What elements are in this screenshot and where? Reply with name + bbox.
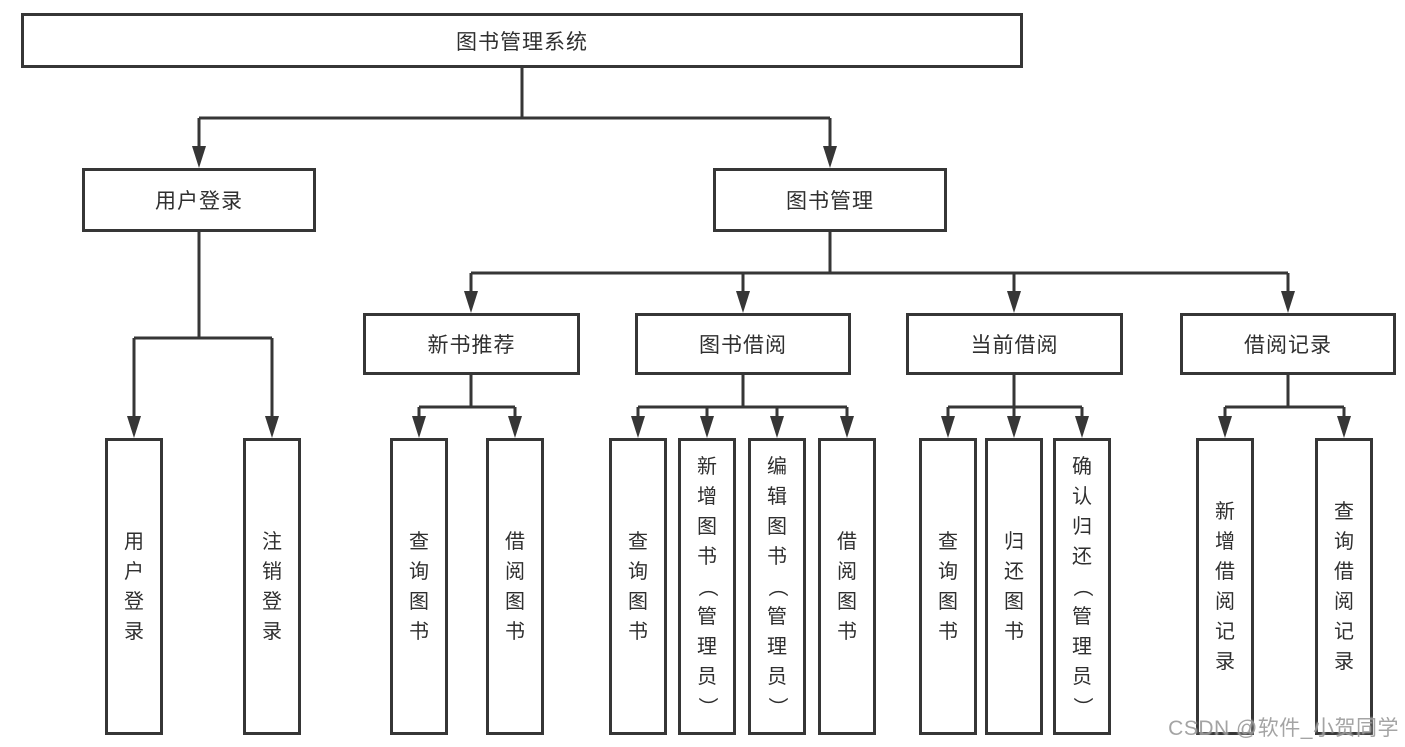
leaf-label: 查询图书 <box>628 530 648 643</box>
leaf-label: 确认归还（管理员） <box>1071 455 1093 717</box>
leaf-confirm-return-admin: 确认归还（管理员） <box>1053 438 1111 735</box>
node-book-management: 图书管理 <box>713 168 947 232</box>
leaf-query-books-2: 查询图书 <box>609 438 667 735</box>
leaf-label: 查询借阅记录 <box>1334 500 1354 673</box>
node-label: 图书管理 <box>786 190 874 213</box>
leaf-label: 用户登录 <box>124 530 144 643</box>
leaf-label: 新增借阅记录 <box>1215 500 1235 673</box>
leaf-label: 新增图书（管理员） <box>696 455 718 717</box>
node-label: 新书推荐 <box>427 334 516 357</box>
node-borrow-records: 借阅记录 <box>1180 313 1396 375</box>
leaf-add-book-admin: 新增图书（管理员） <box>678 438 736 735</box>
node-book-borrowing: 图书借阅 <box>635 313 851 375</box>
node-label: 图书管理系统 <box>456 30 588 54</box>
leaf-add-borrow-record: 新增借阅记录 <box>1196 438 1254 735</box>
node-label: 当前借阅 <box>970 334 1059 357</box>
node-label: 借阅记录 <box>1244 334 1332 357</box>
leaf-label: 借阅图书 <box>505 530 525 643</box>
node-library-management-system: 图书管理系统 <box>21 13 1023 68</box>
node-new-book-recommend: 新书推荐 <box>363 313 580 375</box>
leaf-user-login: 用户登录 <box>105 438 163 735</box>
leaf-label: 编辑图书（管理员） <box>766 455 788 717</box>
watermark-csdn: CSDN @软件_小贺同学 <box>1168 717 1399 740</box>
node-label: 用户登录 <box>155 190 243 213</box>
node-user-login: 用户登录 <box>82 168 316 232</box>
leaf-borrow-books-2: 借阅图书 <box>818 438 876 735</box>
leaf-logout: 注销登录 <box>243 438 301 735</box>
leaf-label: 注销登录 <box>262 530 282 643</box>
arrowheads <box>127 146 1351 438</box>
leaf-borrow-books-1: 借阅图书 <box>486 438 544 735</box>
leaf-label: 查询图书 <box>938 530 958 643</box>
leaf-query-borrow-record: 查询借阅记录 <box>1315 438 1373 735</box>
leaf-label: 归还图书 <box>1004 530 1024 643</box>
leaf-query-books-1: 查询图书 <box>390 438 448 735</box>
leaf-return-book: 归还图书 <box>985 438 1043 735</box>
leaf-label: 借阅图书 <box>837 530 857 643</box>
leaf-query-books-3: 查询图书 <box>919 438 977 735</box>
node-label: 图书借阅 <box>699 334 787 357</box>
leaf-edit-book-admin: 编辑图书（管理员） <box>748 438 806 735</box>
leaf-label: 查询图书 <box>409 530 429 643</box>
node-current-borrowing: 当前借阅 <box>906 313 1123 375</box>
